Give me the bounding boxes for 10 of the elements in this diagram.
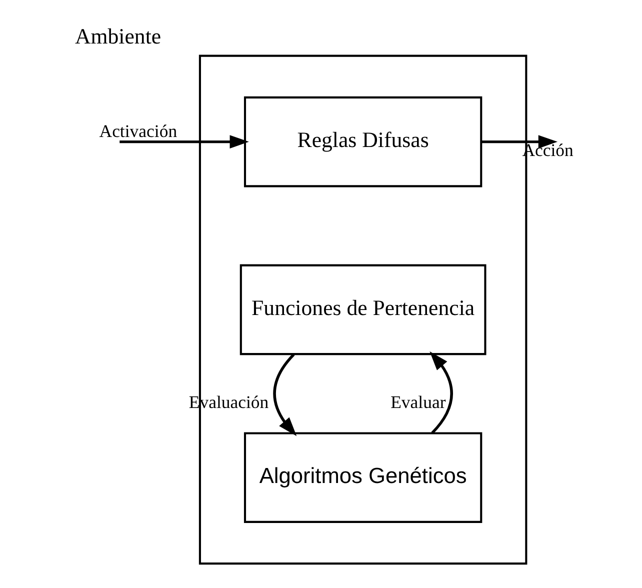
arrow	[273, 354, 297, 436]
label: Ambiente	[75, 24, 162, 48]
node-box: Algoritmos Genéticos	[244, 432, 482, 523]
edge-label: Activación	[99, 120, 178, 141]
node-box: Funciones de Pertenencia	[240, 264, 486, 356]
arrow	[430, 351, 453, 434]
edge-label: Evaluar	[390, 392, 446, 412]
arrow	[120, 135, 249, 148]
node-box: Reglas Difusas	[244, 96, 482, 188]
arrow	[481, 135, 558, 148]
